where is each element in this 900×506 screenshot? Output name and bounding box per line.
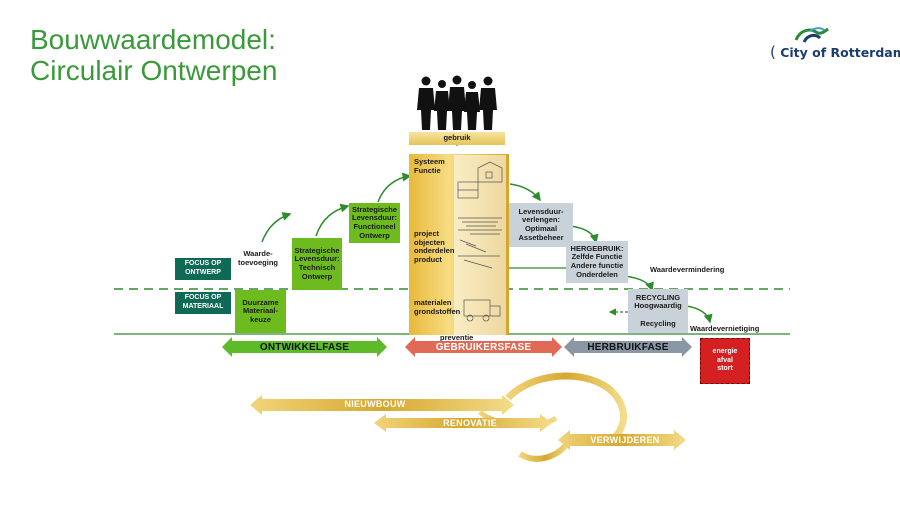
waardetoevoeging-label: Waarde- toevoeging	[238, 249, 279, 267]
focus-materiaal-label: FOCUS OP MATERIAAL	[182, 294, 224, 310]
duurzame-label: Duurzame Materiaal- keuze	[242, 297, 279, 324]
energie-label: energie afval stort	[712, 348, 738, 373]
title-line-2: Circulair Ontwerpen	[30, 55, 278, 86]
levensduur-label: Levensduur- verlengen: Optimaal Assetbeh…	[518, 206, 564, 242]
arrow-step-2	[315, 203, 350, 237]
arrow-step-3	[377, 172, 412, 203]
systeem-label: Systeem Functie	[414, 157, 445, 175]
arrow-right-2	[569, 225, 599, 244]
renovatie-label: RENOVATIE	[443, 418, 497, 428]
hergebruik-label: HERGEBRUIK: Zelfde Functie Andere functi…	[570, 243, 624, 279]
verwijderen-arrow	[558, 430, 686, 450]
gebruikersfase-label: GEBRUIKERSFASE	[435, 342, 532, 353]
functioneel-ontwerp-box: Strategische Levensduur: Functioneel Ont…	[349, 203, 400, 243]
focus-materiaal-box: FOCUS OP MATERIAAL	[175, 292, 231, 314]
renovatie-arrow	[374, 414, 552, 432]
column-sketch-area	[454, 155, 506, 335]
building-sketch-icon	[457, 161, 503, 322]
recycling-low-label: Recycling	[640, 318, 676, 328]
cycle-swoosh-top	[505, 372, 627, 443]
levensduur-verlengen-box: Levensduur- verlengen: Optimaal Assetbeh…	[509, 203, 573, 247]
technisch-ontwerp-box: Strategische Levensduur: Technisch Ontwe…	[292, 238, 342, 290]
preventie-label: preventie	[440, 333, 474, 342]
herbruikfase-arrow	[564, 337, 692, 357]
gebruik-bar: gebruik	[409, 132, 505, 145]
people-silhouette-icon	[417, 75, 497, 130]
verwijderen-label: VERWIJDEREN	[590, 435, 660, 445]
herbruikfase-label: HERBRUIKFASE	[587, 342, 669, 353]
functioneel-label: Strategische Levensduur: Functioneel Ont…	[351, 204, 398, 240]
waardevernietiging-label: Waardevernietiging	[690, 324, 760, 333]
logo-bracket: (	[770, 43, 776, 61]
phase-arrows	[222, 337, 692, 357]
page-title: Bouwwaardemodel: Circulair Ontwerpen	[30, 24, 277, 86]
arrow-right-3	[623, 275, 654, 292]
focus-ontwerp-box: FOCUS OP ONTWERP	[175, 258, 231, 280]
ontwikkelfase-label: ONTWIKKELFASE	[259, 342, 350, 353]
project-label: project objecten onderdelen product	[414, 229, 455, 264]
city-logo: ( City of Rotterdam	[770, 26, 900, 66]
recycling-box: RECYCLING Hoogwaardig Recycling	[628, 289, 688, 333]
nieuwbouw-arrow	[250, 395, 514, 415]
hergebruik-box: HERGEBRUIK: Zelfde Functie Andere functi…	[566, 241, 628, 283]
nieuwbouw-label: NIEUWBOUW	[344, 399, 406, 409]
materialen-label: materialen grondstoffen	[414, 298, 461, 316]
logo-label: City of Rotterdam	[780, 45, 900, 60]
waardevermindering-label: Waardevermindering	[650, 265, 725, 274]
title-line-1: Bouwwaardemodel:	[30, 24, 276, 55]
logo-mark-icon	[794, 27, 829, 43]
gold-cycle	[250, 372, 686, 462]
gebruik-label: gebruik	[443, 133, 471, 143]
logo-text: ( City of Rotterdam	[770, 43, 900, 61]
gebruikersfase-arrow	[405, 337, 562, 357]
technisch-label: Strategische Levensduur: Technisch Ontwe…	[294, 245, 340, 281]
arrow-step-1	[261, 212, 292, 243]
focus-ontwerp-label: FOCUS OP ONTWERP	[184, 260, 222, 276]
duurzame-materiaalkeuze-box: Duurzame Materiaal- keuze	[235, 290, 286, 333]
arrow-right-1	[509, 183, 541, 202]
ontwikkelfase-arrow	[222, 337, 387, 357]
arrow-right-4	[685, 305, 713, 324]
recycling-label: RECYCLING Hoogwaardig	[634, 292, 682, 311]
energie-afval-stort-box: energie afval stort	[700, 338, 750, 384]
